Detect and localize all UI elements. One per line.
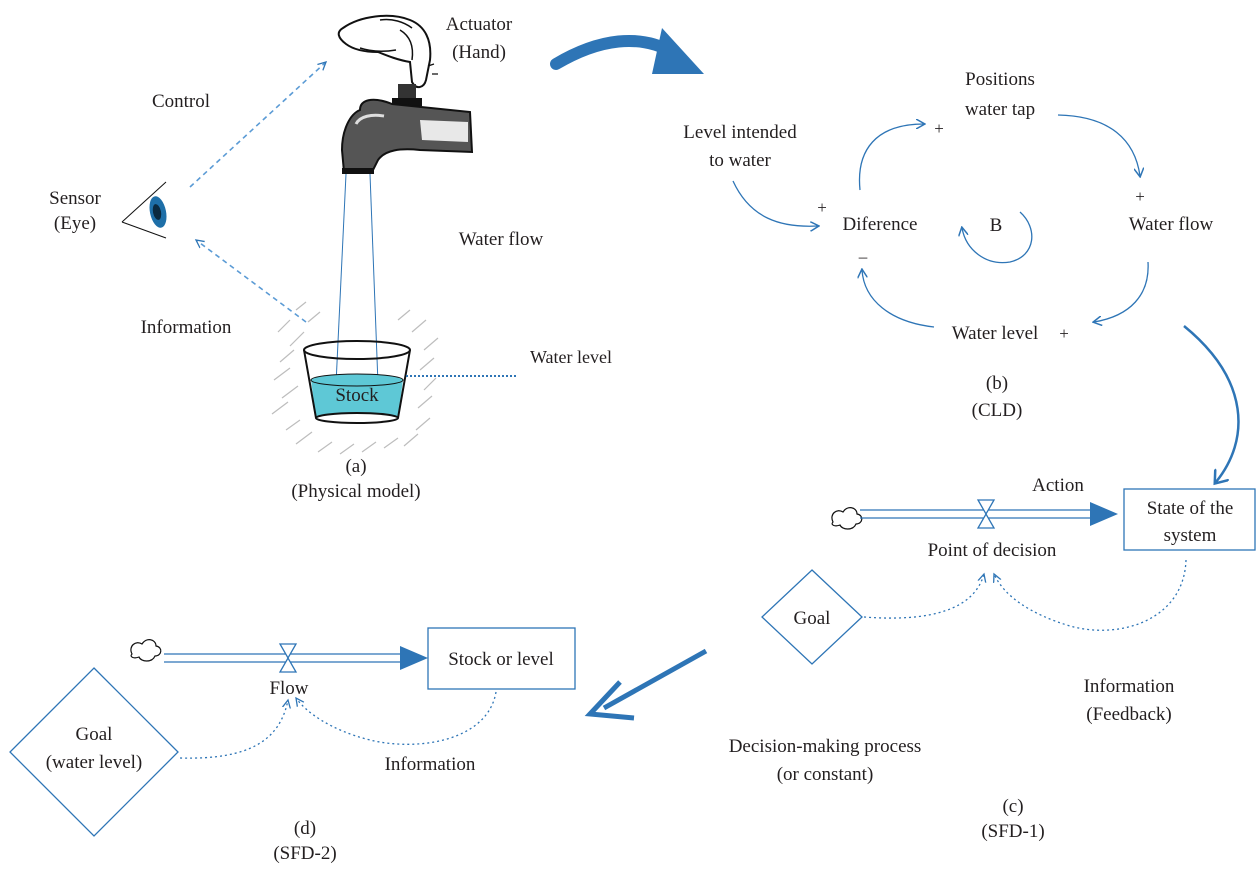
- caption-b-letter: (b): [986, 373, 1008, 394]
- stock-or-level-box: [427, 627, 576, 690]
- goal-to-flow-link: [179, 700, 288, 759]
- caption-d-letter: (d): [294, 818, 316, 839]
- state-label: State of the: [1147, 498, 1234, 519]
- link-level-to-diference-negative: [862, 270, 935, 328]
- balancing-loop-label: B: [990, 215, 1003, 236]
- water-stream-left: [335, 173, 347, 385]
- sensor-label: Sensor: [49, 188, 101, 209]
- information-feedback-label: Information: [1084, 676, 1175, 697]
- point-of-decision-label: Point of decision: [928, 540, 1057, 561]
- feedback-link: [994, 559, 1187, 631]
- water-tap-icon: [340, 84, 474, 174]
- flow-arrowhead: [1090, 502, 1118, 526]
- action-label: Action: [1032, 475, 1084, 496]
- sign-positions: +: [934, 119, 944, 138]
- stock-or-level-label: Stock or level: [448, 649, 554, 670]
- decision-process-sub-label: (or constant): [777, 764, 874, 785]
- transition-arrow-b-c: [1183, 325, 1240, 482]
- sign-diference-plus: +: [817, 198, 827, 217]
- goal2-label: Goal: [76, 724, 113, 745]
- state-label-2: system: [1164, 525, 1217, 546]
- caption-d: (SFD-2): [273, 843, 336, 864]
- control-label: Control: [152, 91, 210, 112]
- stock-label: Stock: [335, 385, 379, 406]
- diference-label: Diference: [843, 214, 918, 235]
- cld-water-level-label: Water level: [952, 323, 1039, 344]
- information-link: [296, 691, 497, 745]
- link-level-to-diference: [732, 180, 818, 226]
- sensor-sub-label: (Eye): [54, 213, 96, 234]
- sign-water-flow: +: [1135, 187, 1145, 206]
- hand-icon: [337, 14, 438, 88]
- water-level-label: Water level: [530, 347, 612, 367]
- link-positions-to-flow: [1057, 114, 1140, 176]
- goal-diamond: [761, 569, 863, 665]
- water-flow-label: Water flow: [459, 229, 544, 250]
- valve-icon: [976, 499, 996, 529]
- goal-to-decision-link: [863, 574, 984, 619]
- information-label: Information: [141, 317, 232, 338]
- control-arrow: [189, 62, 326, 188]
- caption-a-letter: (a): [345, 456, 366, 477]
- cup-icon: [303, 340, 411, 424]
- physical-model-panel: Stock Water level Sensor (Eye) Control I…: [49, 14, 612, 502]
- cup-hatching: [271, 301, 439, 455]
- sign-water-level: +: [1059, 324, 1069, 343]
- sign-diference-minus: –: [858, 247, 868, 266]
- information-arrow: [196, 240, 307, 323]
- decision-process-label: Decision-making process: [729, 736, 922, 757]
- sfd1-panel: Action State of the system Point of deci…: [729, 475, 1256, 842]
- caption-c: (SFD-1): [981, 821, 1044, 842]
- caption-b: (CLD): [972, 400, 1023, 421]
- transition-arrow-c-d: [584, 648, 708, 721]
- sfd2-information-label: Information: [385, 754, 476, 775]
- cloud-source-icon: [831, 507, 863, 530]
- actuator-sub-label: (Hand): [452, 42, 506, 63]
- balancing-loop-arrow: [962, 211, 1033, 264]
- sfd2-panel: Stock or level Flow Goal (water level) I…: [9, 627, 576, 864]
- positions-label: Positions: [965, 69, 1035, 90]
- level-intended-label-2: to water: [709, 150, 771, 171]
- level-intended-label: Level intended: [683, 122, 797, 143]
- link-diference-to-positions: [858, 124, 924, 191]
- feedback-sub-label: (Feedback): [1086, 704, 1171, 725]
- actuator-label: Actuator: [446, 14, 513, 35]
- caption-c-letter: (c): [1002, 796, 1023, 817]
- caption-a: (Physical model): [291, 481, 420, 502]
- flow-label: Flow: [269, 678, 308, 699]
- water-stream-right: [369, 173, 379, 385]
- goal-label: Goal: [794, 608, 831, 629]
- state-of-system-box: [1123, 488, 1256, 551]
- goal-water-level-diamond: [9, 667, 179, 837]
- link-flow-to-level: [1094, 261, 1149, 322]
- positions-label-2: water tap: [965, 99, 1035, 120]
- flow2-arrowhead: [400, 646, 428, 670]
- goal2-sub-label: (water level): [46, 752, 143, 773]
- valve-icon: [278, 643, 298, 673]
- cld-water-flow-label: Water flow: [1129, 214, 1214, 235]
- transition-arrow-a-b: [550, 28, 704, 74]
- cloud-source-icon: [130, 639, 162, 662]
- cld-panel: Level intended to water Positions water …: [683, 69, 1213, 421]
- eye-icon: [121, 181, 167, 239]
